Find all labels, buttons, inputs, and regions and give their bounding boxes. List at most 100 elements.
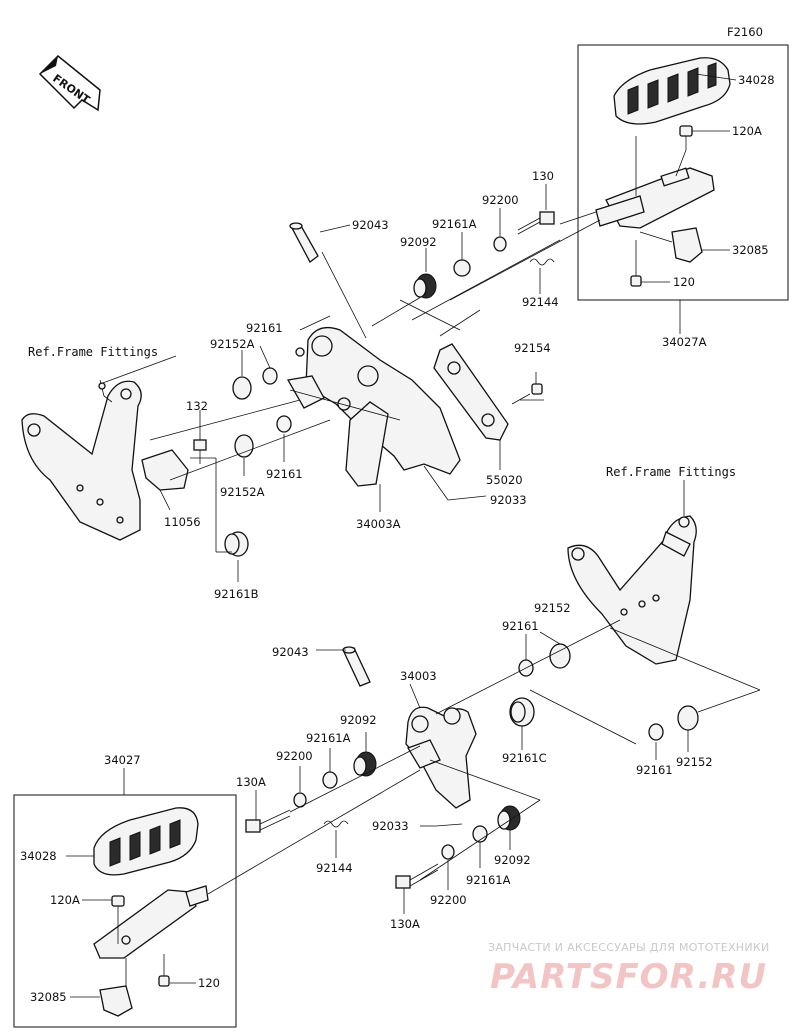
screw-120-bot <box>158 954 170 987</box>
bracket-clip <box>286 375 325 409</box>
label-55020: 55020 <box>486 473 523 487</box>
bracket-clip <box>661 531 691 557</box>
label-92144-top: 92144 <box>522 295 559 309</box>
collar-92152a-top <box>232 376 252 400</box>
label-34027: 34027 <box>104 753 141 767</box>
label-92200-top: 92200 <box>482 193 519 207</box>
watermark-line1: ЗАПЧАСТИ И АКСЕССУАРЫ ДЛЯ МОТОТЕХНИКИ <box>488 941 770 954</box>
frame-bracket-right <box>567 515 697 665</box>
label-92152a-mid: 92152A <box>220 485 265 499</box>
label-130a-top: 130A <box>236 775 266 789</box>
bolt-130a-lower <box>395 863 439 889</box>
bolt-92154 <box>511 383 543 405</box>
ref-frame-fittings-left: Ref.Frame Fittings <box>28 345 158 359</box>
screw-120a-bot <box>111 895 125 920</box>
plate-hole <box>447 361 461 375</box>
front-arrow-icon: FRONT <box>38 54 101 112</box>
label-120-bot: 120 <box>198 976 220 990</box>
label-120a-top: 120A <box>732 124 762 138</box>
washer-92161-r2 <box>648 723 664 741</box>
bracket-pivot-hole <box>357 365 379 387</box>
bolt-130a-upper <box>245 809 291 833</box>
screw-120a-top <box>679 125 693 150</box>
plate-hole <box>481 413 495 427</box>
label-92033-top: 92033 <box>490 493 527 507</box>
bracket-hole <box>120 388 132 400</box>
spring-92144-bot <box>323 820 349 828</box>
label-32085-bot: 32085 <box>30 990 67 1004</box>
bolt-132 <box>193 439 207 464</box>
label-92161b: 92161B <box>214 587 259 601</box>
pin-92043-top <box>289 222 319 263</box>
label-92043-top: 92043 <box>352 218 389 232</box>
bracket-hole <box>76 484 84 492</box>
label-92161a-bot: 92161A <box>306 731 351 745</box>
collar-92152a-mid <box>234 434 254 458</box>
rubber-pad-32085-bot <box>99 985 133 1017</box>
footpeg-rubber-top <box>613 57 731 125</box>
assembly-box-34027a <box>577 44 789 301</box>
clip-92033-bot <box>435 823 463 827</box>
label-92161a-low: 92161A <box>466 873 511 887</box>
label-92092-low: 92092 <box>494 853 531 867</box>
label-34027a: 34027A <box>662 335 707 349</box>
bracket-hole <box>121 935 131 945</box>
label-120-top: 120 <box>673 275 695 289</box>
label-92043-bot: 92043 <box>272 645 309 659</box>
label-92161-r2: 92161 <box>636 763 673 777</box>
label-92161-r1: 92161 <box>502 619 539 633</box>
screw-120-top <box>630 240 642 287</box>
label-92161c: 92161C <box>502 751 547 765</box>
bracket-hole <box>638 600 646 608</box>
clip-92033-top <box>447 495 487 501</box>
bracket-hole <box>27 423 41 437</box>
label-92152a-top: 92152A <box>210 337 255 351</box>
footpeg-rubber-bot <box>93 807 199 876</box>
label-34028-bot: 34028 <box>20 849 57 863</box>
footpeg-bracket-bot <box>93 885 209 959</box>
bracket-pivot-hole <box>311 335 333 357</box>
label-92161a-top: 92161A <box>432 217 477 231</box>
frame-bracket-left <box>21 380 142 541</box>
bracket-hole <box>116 516 124 524</box>
label-34003a: 34003A <box>356 517 401 531</box>
washer-92161a-top <box>453 259 471 277</box>
bushing-92092-top <box>413 273 437 299</box>
label-130-top: 130 <box>532 169 554 183</box>
leader-lines <box>66 73 761 998</box>
bracket-hole <box>96 498 104 506</box>
label-92152-r2: 92152 <box>676 755 713 769</box>
spacer-92161c <box>509 697 535 727</box>
figure-code: F2160 <box>727 25 763 39</box>
washer-92200-low <box>441 844 455 860</box>
washer-92161-top <box>262 367 278 385</box>
spring-92144-top <box>529 258 555 266</box>
bracket-pivot-hole <box>411 715 429 733</box>
label-120a-bot: 120A <box>50 893 80 907</box>
bushing-92092-bot <box>353 751 377 777</box>
label-92092-top: 92092 <box>400 235 437 249</box>
label-32085-top: 32085 <box>732 243 769 257</box>
footpeg-bracket-top <box>559 167 715 229</box>
bolt-head <box>295 347 305 357</box>
bushing-92092-low <box>497 805 521 831</box>
watermark-logo: PARTSFOR.RU <box>490 957 767 997</box>
bracket-hole <box>620 608 628 616</box>
label-34003: 34003 <box>400 669 437 683</box>
bracket-hook <box>98 382 106 390</box>
label-92161-mid: 92161 <box>266 467 303 481</box>
bracket-hole <box>337 397 351 411</box>
label-34028-top: 34028 <box>738 73 775 87</box>
label-130a-low: 130A <box>390 917 420 931</box>
rubber-pad-32085-top <box>671 227 703 263</box>
label-92144-bot: 92144 <box>316 861 353 875</box>
watermark: ЗАПЧАСТИ И АКСЕССУАРЫ ДЛЯ МОТОТЕХНИКИ PA… <box>488 941 770 997</box>
label-132: 132 <box>186 399 208 413</box>
label-92152-r1: 92152 <box>534 601 571 615</box>
label-92092-bot: 92092 <box>340 713 377 727</box>
collar-92152-r2 <box>677 705 699 731</box>
bracket-pivot-hole <box>443 707 461 725</box>
washer-92161a-bot <box>322 771 338 789</box>
bracket-hole <box>678 516 690 528</box>
